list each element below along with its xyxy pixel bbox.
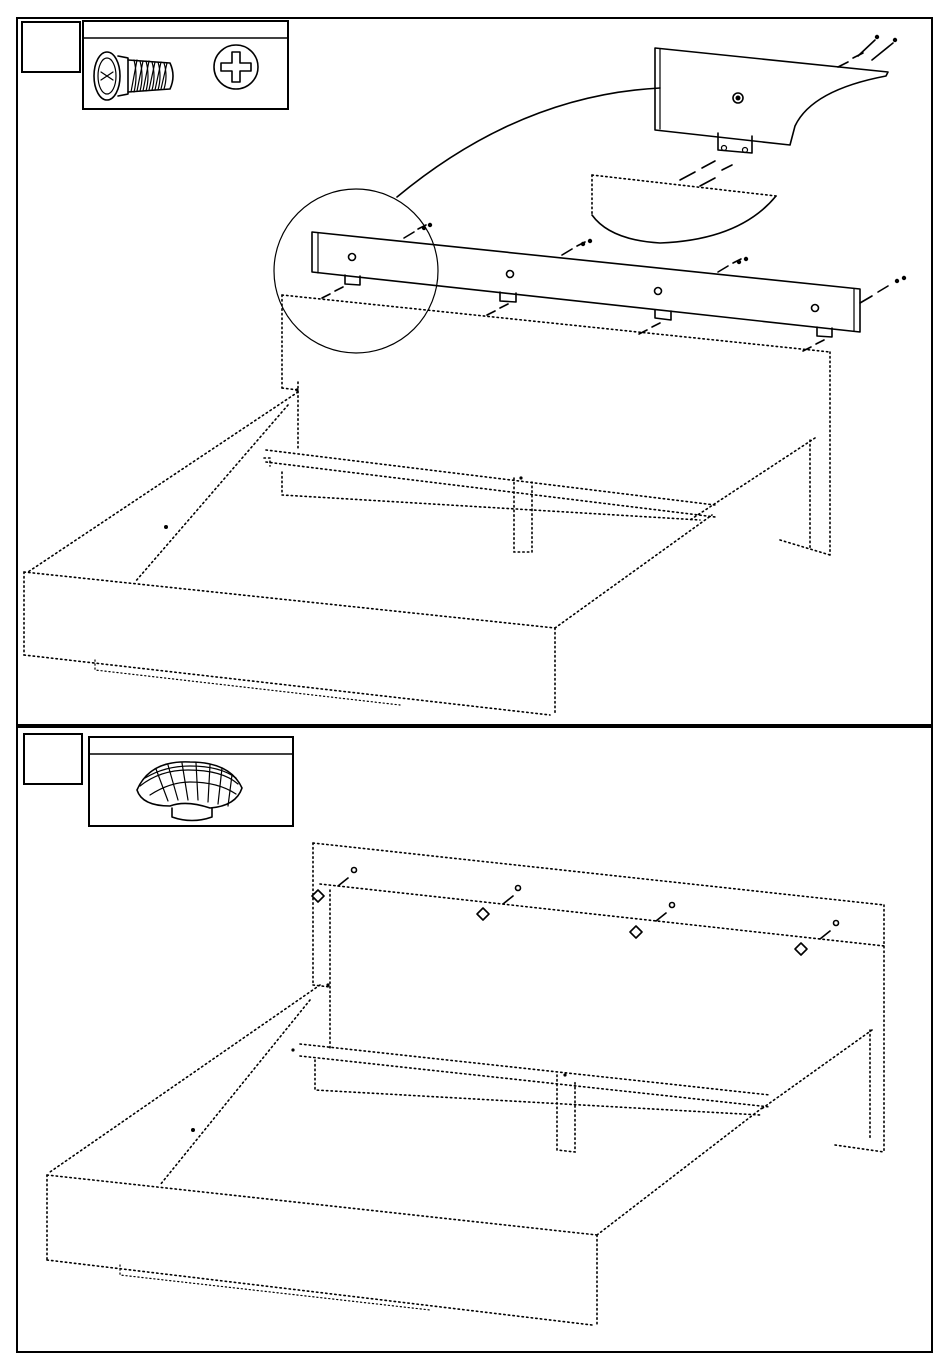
phillips-screwdriver-icon [214,45,258,89]
step-number-box [24,734,82,784]
bed-frame-outline [47,843,884,1325]
step-panel-2 [17,727,932,1352]
step-number-box [22,22,80,72]
panel-1-border [17,18,932,725]
hardware-box [89,737,293,826]
screw-cap-icon [137,762,242,821]
step-panel-1 [17,18,932,725]
hardware-box [83,21,288,109]
headboard-rail [312,232,860,337]
detail-callout [274,35,897,353]
phillips-screw-icon [94,52,173,100]
bed-frame-outline [24,295,830,715]
screw-caps [312,868,839,956]
panel-2-border [17,727,932,1352]
